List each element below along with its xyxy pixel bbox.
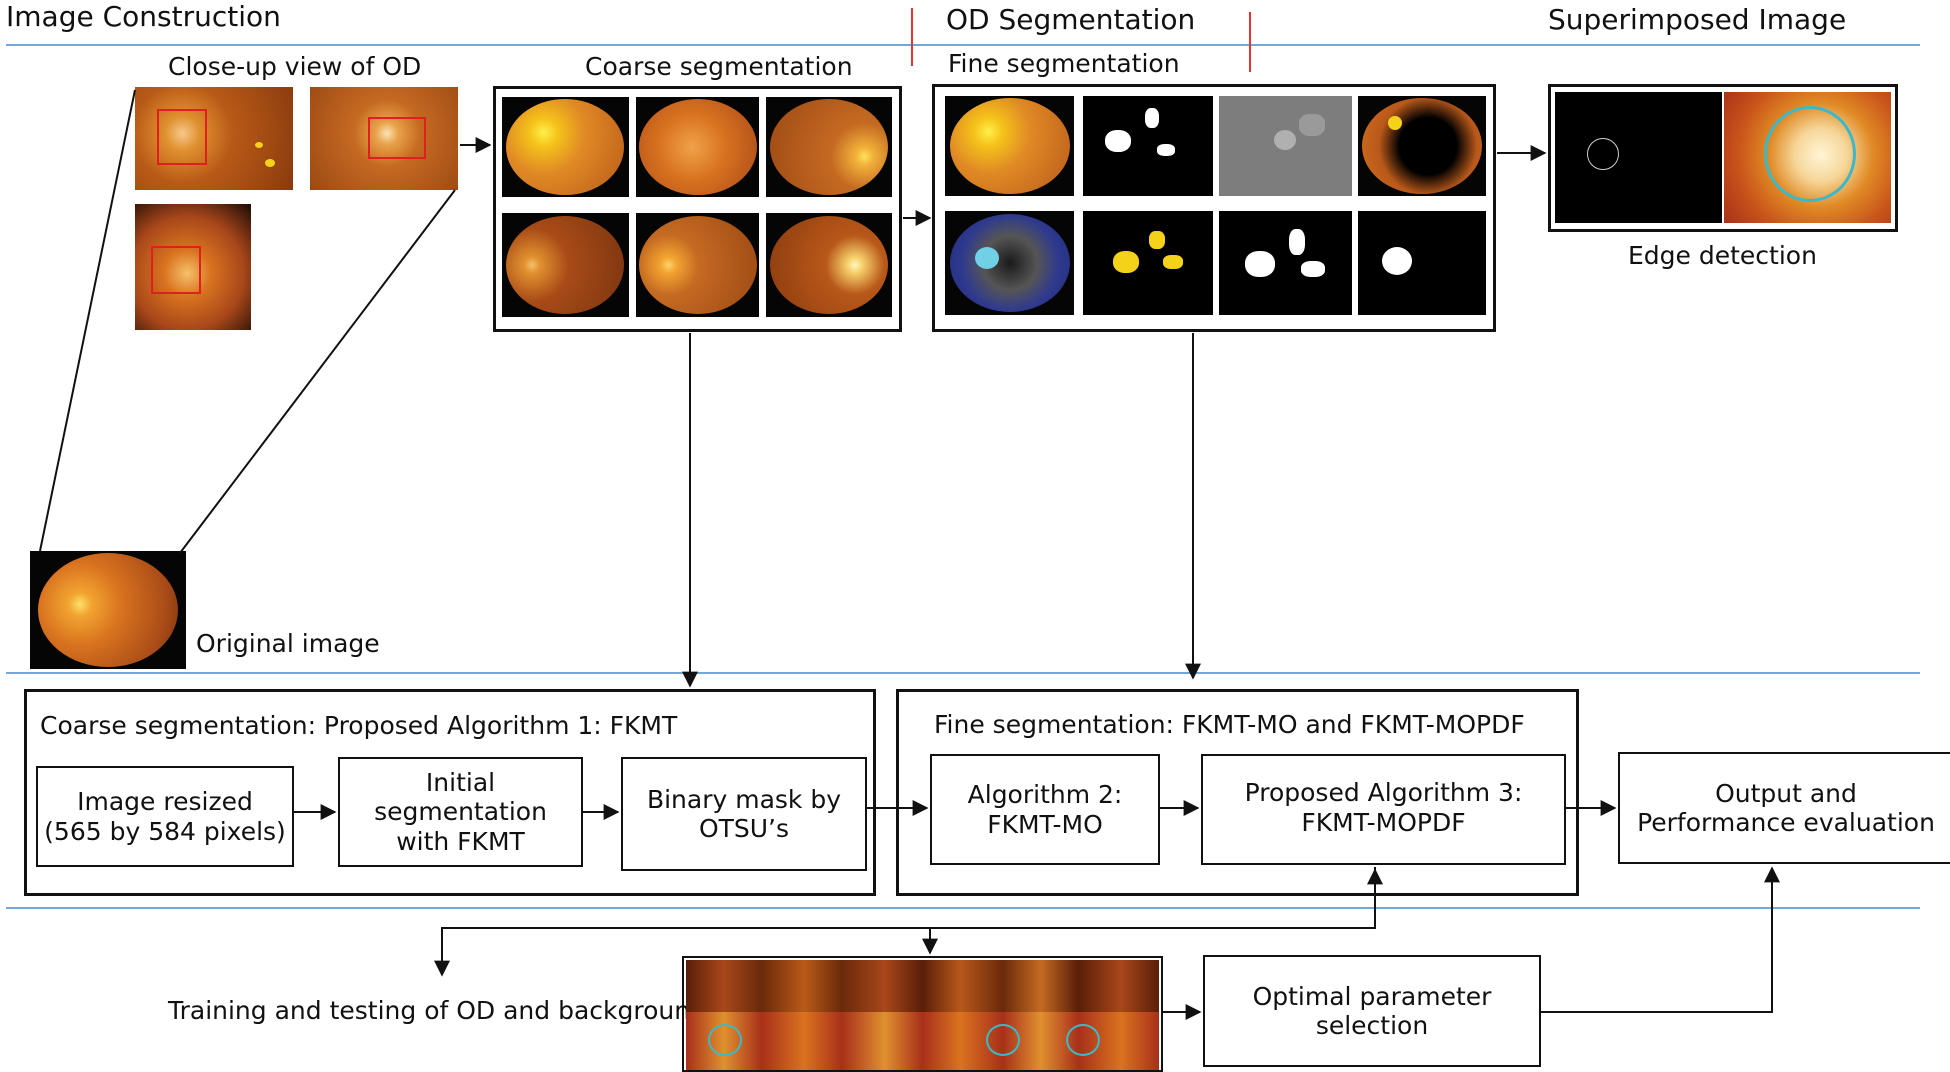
fine-tile-1 [945, 96, 1074, 196]
label-closeup-view: Close-up view of OD [168, 52, 422, 81]
fine-segmentation-panel [932, 84, 1496, 332]
superimposed-fundus [1724, 92, 1891, 223]
cluster-map [950, 214, 1070, 312]
superimposed-panel [1548, 84, 1898, 232]
od-region-marker [151, 246, 201, 294]
header-image-construction: Image Construction [6, 0, 281, 33]
od-boundary-overlay [1066, 1024, 1100, 1056]
step-line: (565 by 584 pixels) [44, 816, 286, 846]
coarse-segmentation-panel [493, 86, 902, 332]
cluster-od-blob [975, 247, 999, 269]
step-line: Algorithm 2: [967, 780, 1123, 809]
step-algorithm-3: Proposed Algorithm 3:FKMT-MOPDF [1201, 754, 1566, 865]
edge-map [1555, 92, 1722, 223]
coarse-tile-1 [502, 97, 629, 197]
header-superimposed-image: Superimposed Image [1548, 3, 1847, 36]
label-edge-detection: Edge detection [1628, 241, 1817, 270]
binary-exudate [1157, 144, 1175, 156]
exudate-spot [255, 142, 263, 148]
closeup-thumbnail-1 [135, 87, 293, 190]
od-boundary-overlay [986, 1024, 1020, 1056]
step-image-resized: Image resized(565 by 584 pixels) [36, 766, 294, 867]
exudate-od-blob [1113, 251, 1139, 273]
closeup-thumbnail-3 [135, 204, 251, 330]
binary-exudate [1145, 108, 1159, 128]
label-training-testing: Training and testing of OD and backgroun… [168, 996, 706, 1025]
label-fine-segmentation: Fine segmentation [948, 49, 1180, 78]
fundus-photo [639, 99, 757, 195]
step-line: with FKMT [396, 826, 525, 856]
fundus-photo [770, 99, 888, 195]
fundus-photo [1362, 98, 1482, 194]
fine-algorithm-title: Fine segmentation: FKMT-MO and FKMT-MOPD… [934, 710, 1525, 739]
od-boundary-overlay [708, 1024, 742, 1056]
exudate-spot [265, 159, 275, 167]
binary-od-blob [1105, 130, 1131, 152]
step-line: FKMT-MO [987, 809, 1103, 839]
edge-contour [1587, 138, 1619, 170]
step-algorithm-2: Algorithm 2:FKMT-MO [930, 754, 1160, 865]
zoom-line [39, 89, 136, 552]
closeup-thumbnail-2 [310, 87, 458, 190]
fundus-photo [770, 216, 888, 314]
binary-od-blob [1245, 251, 1275, 277]
fine-tile-8-final-mask [1358, 211, 1486, 315]
label-coarse-segmentation: Coarse segmentation [585, 52, 853, 81]
fundus-photo [38, 553, 178, 667]
exudate-spot [1149, 231, 1165, 249]
od-boundary-overlay [1764, 106, 1856, 202]
fundus-photo [506, 216, 624, 314]
exudate-spot [1388, 116, 1402, 130]
fine-tile-4 [1358, 96, 1486, 196]
training-fundus-row [686, 960, 1159, 1012]
coarse-tile-3 [766, 97, 892, 197]
fine-tile-2-binary [1083, 96, 1213, 196]
label-original-image: Original image [196, 629, 380, 658]
step-line: Image resized [77, 787, 253, 816]
fundus-photo [506, 99, 624, 195]
coarse-algorithm-title: Coarse segmentation: Proposed Algorithm … [40, 711, 678, 740]
fine-tile-6 [1083, 211, 1213, 315]
final-od-mask [1382, 247, 1412, 275]
binary-exudate [1301, 261, 1325, 277]
optimal-parameter-label: Optimal parameter selection [1252, 981, 1492, 1041]
coarse-tile-5 [636, 213, 759, 317]
od-region-marker [368, 117, 426, 159]
fine-tile-7-binary [1219, 211, 1352, 315]
fine-tile-3-gray [1219, 96, 1352, 196]
fundus-photo [950, 98, 1070, 194]
fine-tile-5-cluster [945, 211, 1074, 315]
header-od-segmentation: OD Segmentation [946, 3, 1196, 36]
step-line: FKMT-MOPDF [1301, 807, 1466, 837]
fundus-photo [639, 216, 757, 314]
exudate-spot [1163, 255, 1183, 269]
original-image [30, 551, 186, 669]
coarse-tile-4 [502, 213, 629, 317]
output-line: Output and [1715, 778, 1857, 808]
step-line: OTSU’s [698, 814, 790, 843]
coarse-tile-2 [636, 97, 759, 197]
step-line: Proposed Algorithm 3: [1244, 778, 1523, 807]
gray-od-blob [1274, 130, 1296, 150]
training-od-row [686, 1012, 1159, 1070]
step-line: Initial segmentation [374, 767, 547, 827]
gray-exudate [1299, 114, 1325, 136]
output-line: Performance evaluation [1637, 808, 1935, 837]
coarse-tile-6 [766, 213, 892, 317]
binary-exudate [1289, 229, 1305, 255]
step-line: Binary mask by [646, 784, 842, 814]
od-region-marker [157, 109, 207, 165]
optimal-parameter-box: Optimal parameter selection [1203, 955, 1541, 1067]
